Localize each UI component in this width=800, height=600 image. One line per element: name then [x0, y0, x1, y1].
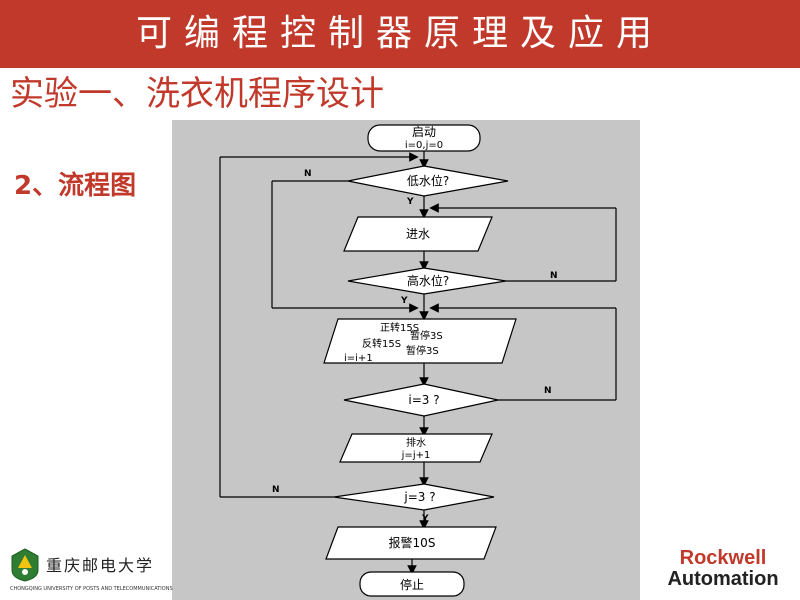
stop-node	[359, 571, 465, 597]
alarm-node	[325, 526, 497, 560]
check-j-yes-label: Y	[421, 514, 429, 524]
wash-pause1-label: 暂停3S	[410, 329, 443, 342]
wash-pause2-label: 暂停3S	[406, 344, 439, 357]
title-banner: 可编程控制器原理及应用	[0, 0, 800, 68]
wash-cycle-node	[323, 318, 517, 364]
university-name-en: CHONGQING UNIVERSITY OF POSTS AND TELECO…	[10, 586, 173, 592]
inlet-label: 进水	[406, 227, 430, 241]
rockwell-logo-line1: Rockwell	[679, 547, 767, 569]
start-label: 启动	[412, 125, 436, 139]
university-logo: 重庆邮电大学 CHONGQING UNIVERSITY OF POSTS AND…	[8, 548, 173, 594]
stop-label: 停止	[400, 577, 424, 592]
check-i-label: i=3 ?	[408, 393, 439, 407]
rockwell-logo-line2: Automation	[667, 568, 779, 590]
drain-label: 排水	[406, 436, 426, 449]
check-i-no-label: N	[544, 386, 552, 396]
check-j-no-label: N	[272, 485, 280, 495]
drain-incr-label: j=j+1	[401, 450, 431, 461]
high-water-yes-label: Y	[400, 296, 408, 306]
start-init-label: i=0,j=0	[405, 140, 443, 151]
flowchart-panel: 启动 i=0,j=0 低水位? N Y 进水 高水位? N Y 正转15S 暂停…	[172, 120, 640, 600]
high-water-no-label: N	[550, 271, 558, 281]
inlet-node	[343, 216, 493, 252]
check-j-label: j=3 ?	[403, 490, 435, 504]
flowchart: 启动 i=0,j=0 低水位? N Y 进水 高水位? N Y 正转15S 暂停…	[219, 124, 617, 597]
university-name-cn: 重庆邮电大学	[46, 556, 155, 575]
page-title: 可编程控制器原理及应用	[135, 13, 664, 54]
rockwell-logo: Rockwell Automation	[648, 548, 798, 594]
section-label: 2、流程图	[14, 171, 137, 201]
wash-reverse-label: 反转15S	[362, 337, 401, 350]
low-water-yes-label: Y	[406, 197, 414, 207]
low-water-no-label: N	[304, 169, 312, 179]
wash-incr-label: i=i+1	[344, 353, 373, 364]
experiment-title: 实验一、洗衣机程序设计	[10, 74, 384, 114]
university-seal-icon	[11, 548, 39, 582]
alarm-label: 报警10S	[389, 535, 436, 550]
drain-node	[339, 433, 493, 463]
high-water-label: 高水位?	[407, 273, 449, 288]
low-water-label: 低水位?	[407, 173, 449, 188]
wash-forward-label: 正转15S	[380, 321, 419, 334]
